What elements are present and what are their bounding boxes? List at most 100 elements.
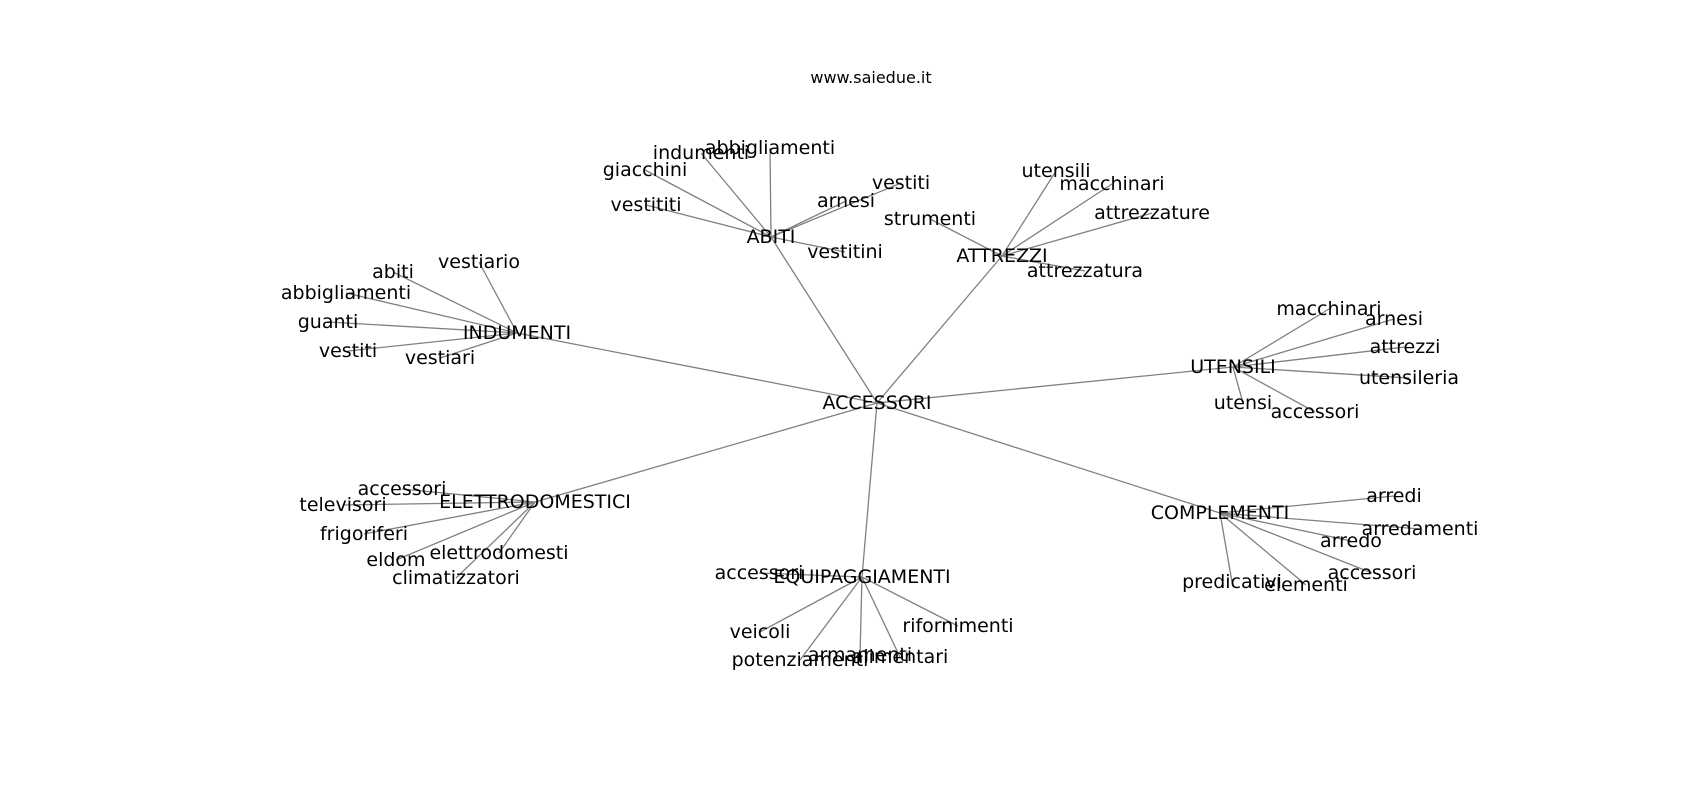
edge-complementi-leaf-5 — [1219, 512, 1307, 586]
edge-root-abiti — [770, 236, 878, 404]
leaf-node-label-abiti: giacchini — [603, 159, 688, 181]
leaf-node-label-utensili: attrezzi — [1370, 336, 1441, 358]
leaf-node-label-abiti: vestiti — [872, 172, 930, 194]
leaf-node-label-equipaggiamenti: accessori — [715, 562, 804, 584]
edge-indumenti-leaf-3 — [327, 321, 518, 334]
leaf-node-label-abiti: vestitini — [807, 241, 883, 263]
edge-indumenti-leaf-1 — [392, 271, 518, 334]
leaf-node-label-complementi: arredamenti — [1362, 518, 1479, 540]
leaf-node-label-equipaggiamenti: veicoli — [730, 621, 791, 643]
edge-abiti-leaf-3 — [645, 204, 772, 238]
edge-complementi-leaf-1 — [1219, 512, 1421, 530]
edge-indumenti-leaf-0 — [478, 261, 518, 334]
edge-root-indumenti — [516, 332, 878, 404]
edge-abiti-leaf-6 — [770, 236, 846, 253]
edges — [327, 147, 1421, 661]
edge-complementi-leaf-2 — [1219, 512, 1352, 542]
hub-node-label-elettrodomestici: ELETTRODOMESTICI — [439, 491, 631, 513]
diagram-title: www.saiedue.it — [810, 68, 931, 87]
edge-equipaggiamenti-leaf-0 — [758, 572, 863, 578]
hub-node-label-utensili: UTENSILI — [1190, 356, 1276, 378]
edge-elettrodomestici-leaf-4 — [498, 501, 536, 554]
hub-node-label-attrezzi: ATTREZZI — [956, 245, 1047, 267]
leaf-node-label-complementi: accessori — [1328, 562, 1417, 584]
edge-utensili-leaf-1 — [1232, 318, 1395, 368]
leaf-node-label-abiti: arnesi — [817, 190, 875, 212]
edge-elettrodomestici-leaf-3 — [395, 501, 536, 561]
leaf-node-label-abiti: indumenti — [653, 142, 749, 164]
edge-equipaggiamenti-leaf-5 — [861, 576, 959, 627]
leaf-node-label-indumenti: abiti — [372, 261, 414, 283]
leaf-node-label-elettrodomestici: eldom — [366, 549, 425, 571]
edge-indumenti-leaf-5 — [439, 332, 518, 359]
root-node-label: ACCESSORI — [822, 392, 931, 414]
leaf-node-label-attrezzi: attrezzatura — [1027, 260, 1143, 282]
leaf-node-label-indumenti: vestiario — [438, 251, 520, 273]
edge-elettrodomestici-leaf-2 — [363, 501, 536, 535]
hub-node-label-complementi: COMPLEMENTI — [1151, 502, 1289, 524]
hub-node-label-equipaggiamenti: EQUIPAGGIAMENTI — [773, 566, 950, 588]
edge-attrezzi-leaf-3 — [929, 218, 1003, 257]
leaf-node-label-elettrodomestici: elettrodomesti — [429, 542, 568, 564]
node-labels: ACCESSORIABITIindumentiabbigliamentigiac… — [281, 137, 1479, 671]
edge-utensili-leaf-4 — [1232, 366, 1244, 404]
leaf-node-label-indumenti: abbigliamenti — [281, 282, 411, 304]
edge-attrezzi-leaf-1 — [1001, 183, 1113, 257]
edge-complementi-leaf-0 — [1219, 495, 1395, 514]
leaf-node-label-equipaggiamenti: potenziamenti — [732, 649, 869, 671]
leaf-node-label-attrezzi: macchinari — [1059, 173, 1164, 195]
edge-root-equipaggiamenti — [861, 402, 878, 578]
edge-equipaggiamenti-leaf-2 — [799, 576, 863, 661]
edge-equipaggiamenti-leaf-4 — [861, 576, 901, 658]
leaf-node-label-equipaggiamenti: rifornimenti — [902, 615, 1013, 637]
leaf-node-label-indumenti: vestiti — [319, 340, 377, 362]
edge-indumenti-leaf-4 — [347, 332, 518, 352]
edge-abiti-leaf-4 — [770, 182, 902, 238]
edge-complementi-leaf-4 — [1219, 512, 1233, 583]
edge-root-complementi — [876, 402, 1221, 514]
leaf-node-label-equipaggiamenti: armamenti — [808, 644, 912, 666]
leaf-node-label-utensili: accessori — [1271, 401, 1360, 423]
edge-elettrodomestici-leaf-5 — [455, 501, 536, 579]
leaf-node-label-attrezzi: utensili — [1022, 160, 1091, 182]
edge-utensili-leaf-2 — [1232, 346, 1406, 368]
edge-root-elettrodomestici — [534, 402, 878, 503]
edge-root-attrezzi — [876, 255, 1003, 404]
edge-equipaggiamenti-leaf-1 — [759, 576, 863, 633]
leaf-node-label-utensili: arnesi — [1365, 308, 1423, 330]
leaf-node-label-complementi: arredi — [1366, 485, 1422, 507]
edge-attrezzi-leaf-2 — [1001, 212, 1153, 257]
leaf-node-label-complementi: predicativi — [1182, 571, 1282, 593]
leaf-node-label-utensili: macchinari — [1276, 298, 1381, 320]
edge-elettrodomestici-leaf-0 — [401, 488, 536, 503]
edge-abiti-leaf-5 — [770, 200, 847, 238]
leaf-node-label-attrezzi: strumenti — [884, 208, 976, 230]
leaf-node-label-elettrodomestici: accessori — [358, 478, 447, 500]
edge-utensili-leaf-3 — [1232, 366, 1410, 379]
leaf-node-label-utensili: utensi — [1214, 392, 1272, 414]
leaf-node-label-abiti: abbigliamenti — [705, 137, 835, 159]
leaf-node-label-equipaggiamenti: alimentari — [852, 646, 949, 668]
leaf-node-label-complementi: elementi — [1264, 574, 1348, 596]
leaf-node-label-elettrodomestici: frigoriferi — [320, 523, 408, 545]
edge-elettrodomestici-leaf-1 — [342, 501, 536, 506]
edge-attrezzi-leaf-0 — [1001, 170, 1057, 257]
hub-node-label-indumenti: INDUMENTI — [463, 322, 571, 344]
edge-complementi-leaf-3 — [1219, 512, 1373, 574]
edge-utensili-leaf-0 — [1232, 308, 1330, 368]
edge-root-utensili — [876, 366, 1234, 404]
edge-equipaggiamenti-leaf-3 — [859, 576, 863, 656]
edge-attrezzi-leaf-4 — [1001, 255, 1086, 272]
leaf-node-label-indumenti: vestiari — [405, 347, 475, 369]
leaf-node-label-utensili: utensileria — [1359, 367, 1459, 389]
leaf-node-label-indumenti: guanti — [298, 311, 359, 333]
edge-abiti-leaf-0 — [700, 152, 772, 238]
edge-abiti-leaf-1 — [769, 147, 772, 238]
leaf-node-label-elettrodomestici: climatizzatori — [392, 567, 520, 589]
leaf-node-label-complementi: arredo — [1320, 530, 1382, 552]
leaf-node-label-abiti: vestititi — [610, 194, 681, 216]
edge-abiti-leaf-2 — [644, 169, 772, 238]
leaf-node-label-attrezzi: attrezzature — [1094, 202, 1210, 224]
leaf-node-label-elettrodomestici: televisori — [299, 494, 386, 516]
